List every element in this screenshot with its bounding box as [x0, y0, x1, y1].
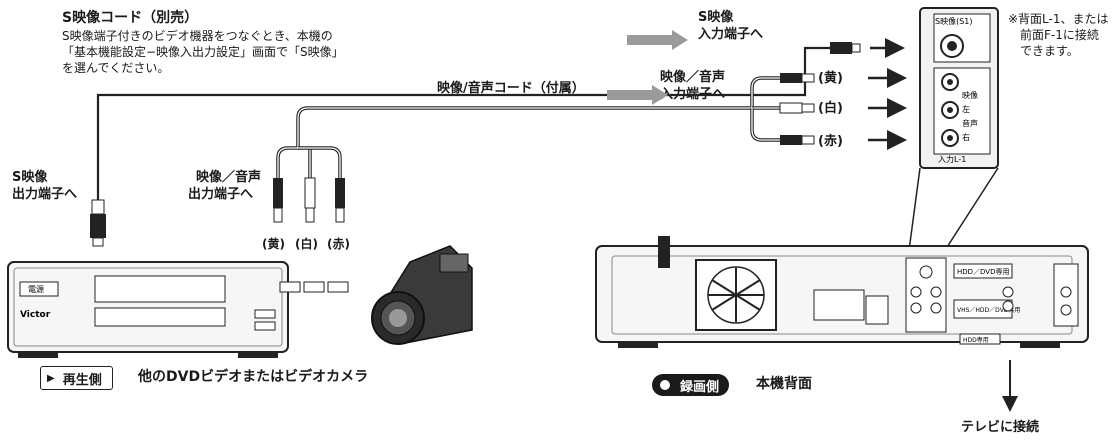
plug-color-yellow-right: (黄) — [818, 71, 843, 86]
rca-plug-yellow-bottom — [273, 178, 283, 223]
play-triangle-icon: ▶ — [47, 372, 55, 384]
panel-label-input: 入力L-1 — [938, 154, 966, 164]
panel-label-left: 左 — [962, 104, 970, 114]
vcr-device: 電源 Victor — [7, 261, 349, 358]
vcr-power-label: 電源 — [28, 285, 44, 294]
s-output-label-2: 出力端子へ — [12, 187, 78, 202]
rca-plug-white-bottom — [304, 177, 316, 223]
s-video-plug-right — [830, 38, 905, 58]
plug-color-white: (白) — [295, 237, 318, 251]
note-line1: ※背面L-1、または — [1008, 12, 1109, 26]
rca-plug-yellow-right — [780, 68, 907, 88]
note-line3: できます。 — [1020, 44, 1079, 58]
rca-plug-red-bottom — [335, 178, 345, 223]
dvd-recorder-back: HDD／DVD専用 VHS／HDD／DVD共用 HDD専用 — [595, 236, 1089, 348]
gray-arrow-s-video — [627, 30, 688, 50]
play-side-text: 他のDVDビデオまたはビデオカメラ — [138, 369, 369, 385]
play-side-badge-label: 再生側 — [62, 372, 102, 388]
rca-plug-white-right — [779, 98, 907, 118]
rec-side-text: 本機背面 — [756, 376, 812, 392]
s-input-label-1: S映像 — [698, 10, 734, 25]
s-video-plug-left — [90, 199, 106, 247]
s-cord-note-line3: を選んでください。 — [62, 61, 170, 75]
plug-color-red: (赤) — [327, 237, 350, 251]
panel-label-s-video: S映像(S1) — [935, 16, 973, 26]
input-panel: S映像(S1) 映像 左 音声 右 入力L-1 — [919, 7, 999, 169]
note-line2: 前面F-1に接続 — [1020, 28, 1099, 42]
s-output-label-1: S映像 — [12, 170, 48, 185]
vcr-brand-label: Victor — [20, 310, 51, 320]
plug-color-red-right: (赤) — [818, 134, 843, 149]
s-video-cable — [96, 46, 830, 200]
s-input-label-2: 入力端子へ — [698, 27, 764, 42]
dvd-label-hdd-only: HDD専用 — [963, 336, 989, 344]
av-cable — [276, 76, 780, 178]
s-cord-title: S映像コード（別売） — [62, 10, 199, 26]
av-output-label-1: 映像／音声 — [196, 170, 262, 185]
panel-label-audio: 音声 — [962, 118, 978, 128]
plug-color-yellow: (黄) — [262, 237, 285, 251]
dvd-label-hdd-dvd: HDD／DVD専用 — [957, 267, 1010, 276]
rec-side-badge-label: 録画側 — [680, 379, 720, 395]
s-cord-note-line1: S映像端子付きのビデオ機器をつなぐとき、本機の — [62, 29, 333, 43]
panel-label-right: 右 — [962, 132, 970, 142]
rec-side-badge: 録画側 — [652, 374, 730, 396]
play-side-badge: ▶ 再生側 — [40, 366, 113, 390]
av-output-label-2: 出力端子へ — [188, 187, 254, 202]
av-input-label-1: 映像／音声 — [660, 70, 726, 85]
dvd-label-vhs-hdd-dvd: VHS／HDD／DVD共用 — [957, 306, 1020, 314]
record-dot-icon — [660, 380, 670, 390]
s-cord-note-line2: 「基本機能設定−映像入出力設定」画面で「S映像」 — [62, 45, 344, 59]
plug-color-white-right: (白) — [818, 101, 843, 116]
gray-arrow-av — [607, 85, 668, 105]
panel-label-video: 映像 — [962, 90, 978, 100]
tv-connect-label: テレビに接続 — [961, 420, 1040, 435]
camcorder-device — [371, 245, 473, 345]
rca-plug-red-right — [780, 130, 907, 150]
av-cord-label: 映像/音声コード（付属） — [437, 81, 585, 96]
